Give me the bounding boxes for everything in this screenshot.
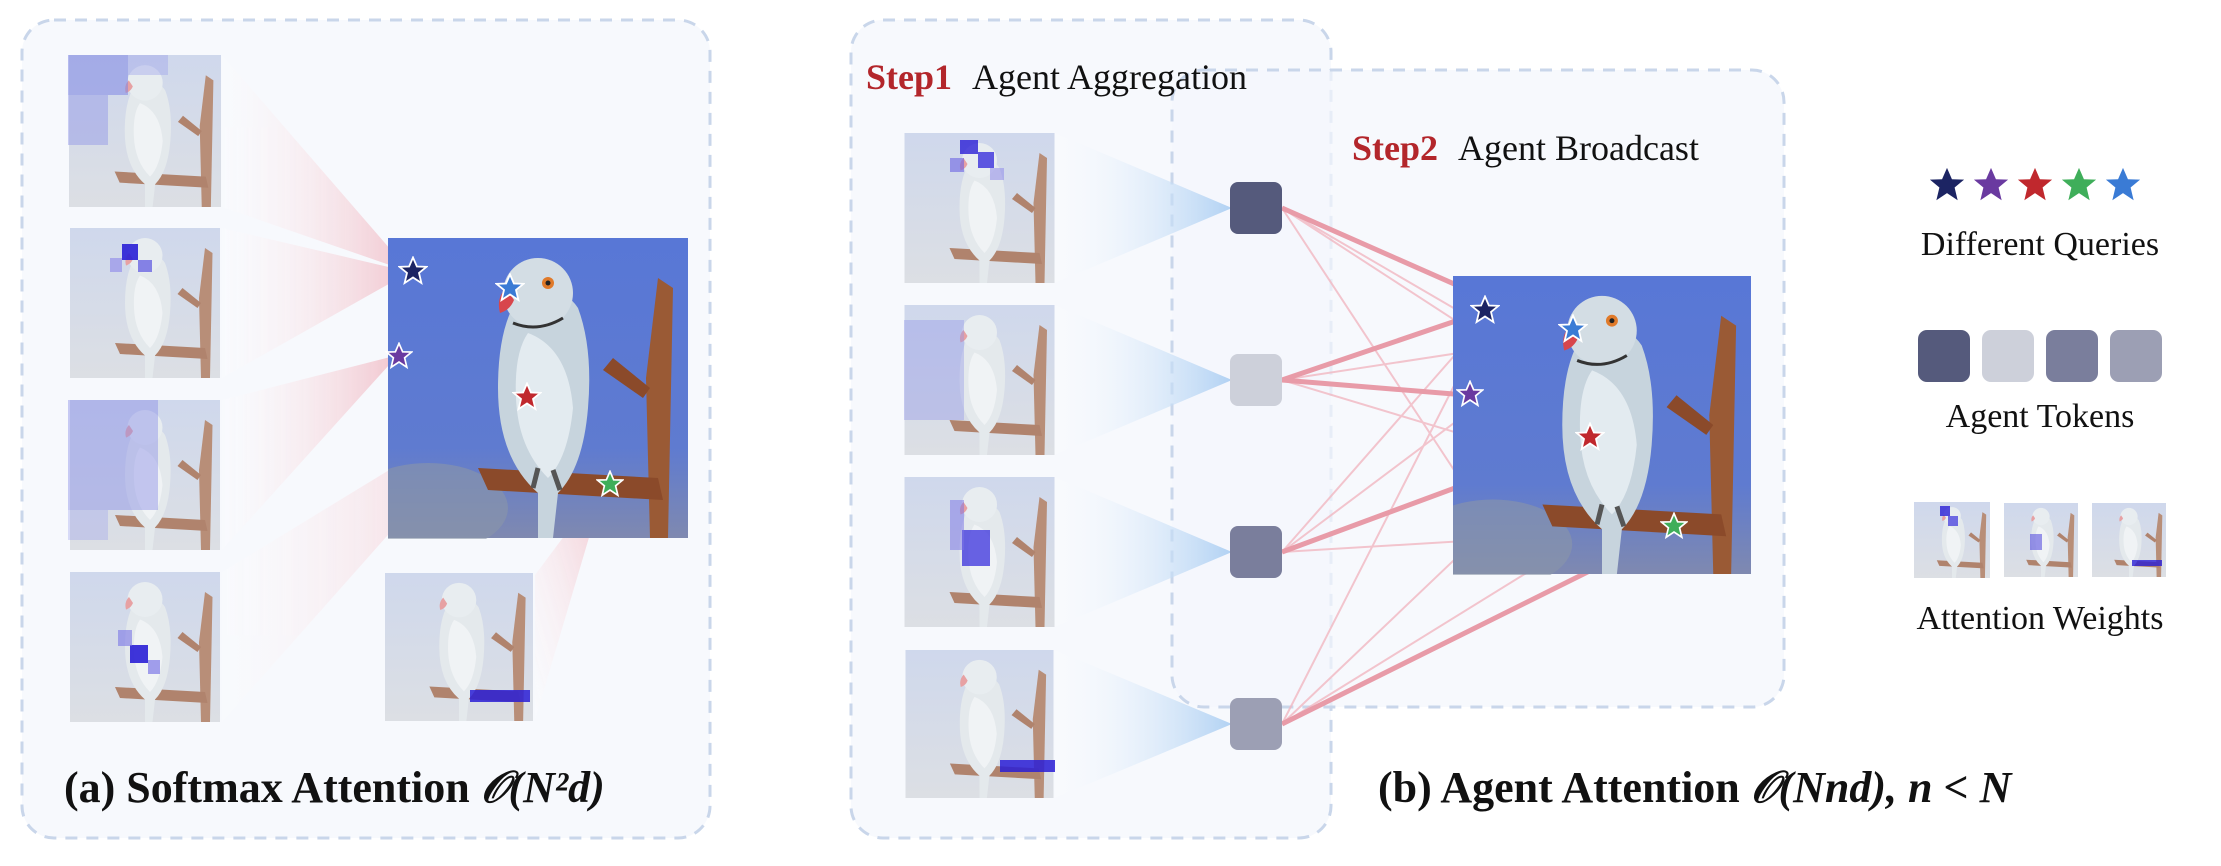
agent-tokens xyxy=(1230,182,1282,750)
attention-map-3 xyxy=(68,400,220,550)
legend-agent-tokens xyxy=(1918,330,2162,382)
star-icon xyxy=(2061,167,2097,201)
star-icon xyxy=(1973,167,2009,201)
attention-map-2 xyxy=(70,228,220,378)
agent-caption-complexity: 𝒪(Nnd), n < N xyxy=(1750,763,2012,812)
legend-queries-label: Different Queries xyxy=(1920,226,2160,263)
legend-query-stars xyxy=(1929,167,2141,201)
agent-token-icon xyxy=(1230,698,1282,750)
star-icon xyxy=(2017,167,2053,201)
softmax-caption: (a) Softmax Attention 𝒪(N²d) xyxy=(64,762,605,813)
attention-map-1 xyxy=(68,55,221,207)
softmax-attention-beams xyxy=(222,55,606,722)
step2-title: Agent Broadcast xyxy=(1458,128,1699,168)
step2-number: Step2 xyxy=(1352,128,1439,168)
softmax-caption-label: (a) Softmax Attention xyxy=(64,763,481,812)
legend-weights-label: Attention Weights xyxy=(1916,600,2164,637)
agent-attention-map-1 xyxy=(904,133,1055,283)
agent-caption: (b) Agent Attention 𝒪(Nnd), n < N xyxy=(1378,762,2011,813)
agent-panel xyxy=(849,18,1786,840)
attention-map-4 xyxy=(70,572,220,722)
agent-token-icon xyxy=(1918,330,1970,382)
softmax-panel xyxy=(20,18,712,840)
softmax-attention-maps xyxy=(68,55,533,722)
agent-token-icon xyxy=(1982,330,2034,382)
agent-attention-map-3 xyxy=(904,477,1055,627)
attention-map-5 xyxy=(385,573,533,721)
agent-token-icon xyxy=(2110,330,2162,382)
step1-number: Step1 xyxy=(866,57,953,97)
agent-attention-map-2 xyxy=(904,305,1055,455)
agent-token-icon xyxy=(2046,330,2098,382)
legend-agents-label: Agent Tokens xyxy=(1945,398,2135,435)
star-icon xyxy=(2105,167,2141,201)
agent-token-icon xyxy=(1230,354,1282,406)
agent-attention-map-4 xyxy=(905,650,1055,798)
softmax-caption-complexity: 𝒪(N²d) xyxy=(480,763,605,812)
step1-title: Agent Aggregation xyxy=(972,57,1247,97)
agent-caption-label: (b) Agent Attention xyxy=(1378,763,1751,812)
agent-attention-maps xyxy=(904,133,1055,798)
agent-token-icon xyxy=(1230,182,1282,234)
legend-attention-weights xyxy=(1914,502,2166,578)
agent-token-icon xyxy=(1230,526,1282,578)
legend xyxy=(1914,167,2166,578)
aggregation-beams xyxy=(1055,133,1232,798)
step1-heading: Step1 Agent Aggregation xyxy=(866,56,1247,98)
star-icon xyxy=(1929,167,1965,201)
step2-heading: Step2 Agent Broadcast xyxy=(1352,127,1699,169)
